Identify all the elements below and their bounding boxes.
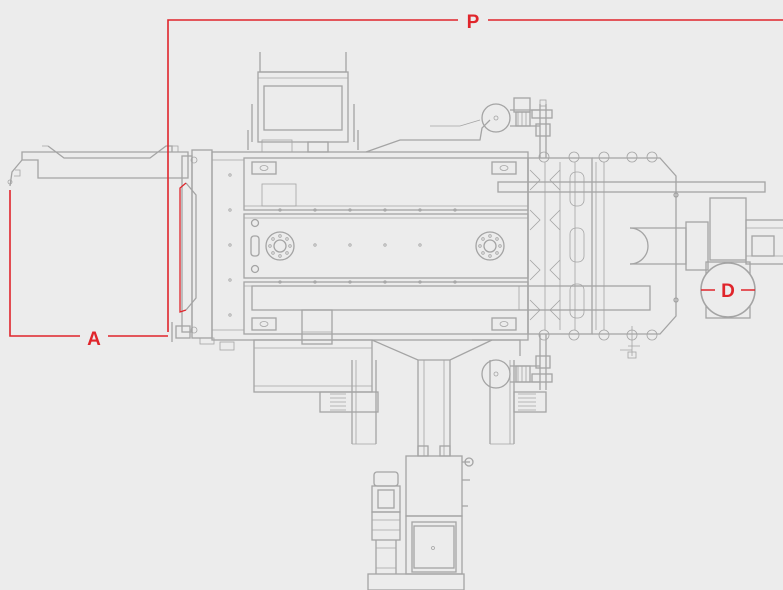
sprocket-housing <box>527 151 677 341</box>
front-door <box>171 149 235 351</box>
side-tank <box>371 471 401 574</box>
dimension-p-line <box>167 19 783 332</box>
top-pulley <box>481 97 553 158</box>
valve-fittings <box>620 326 640 359</box>
machine-drawing <box>7 52 783 590</box>
dimension-a-line <box>9 190 168 337</box>
right-leg <box>489 360 547 445</box>
dimension-a: A <box>9 190 168 350</box>
upper-rail <box>497 181 766 193</box>
center-column <box>371 339 493 456</box>
top-housing <box>365 119 491 153</box>
door-highlight <box>179 182 187 313</box>
dimension-a-label: A <box>87 329 101 350</box>
dimension-d-label: D <box>721 281 735 302</box>
left-leg <box>351 360 377 445</box>
feed-tray <box>7 145 189 187</box>
bottom-pulley <box>472 334 553 390</box>
top-motor-unit <box>247 52 359 153</box>
lower-cabinet <box>253 339 379 413</box>
dimension-d: D <box>700 262 756 318</box>
bottom-pump-unit <box>367 445 474 590</box>
dimension-p: P <box>167 12 783 332</box>
dimension-p-label: P <box>467 12 480 33</box>
